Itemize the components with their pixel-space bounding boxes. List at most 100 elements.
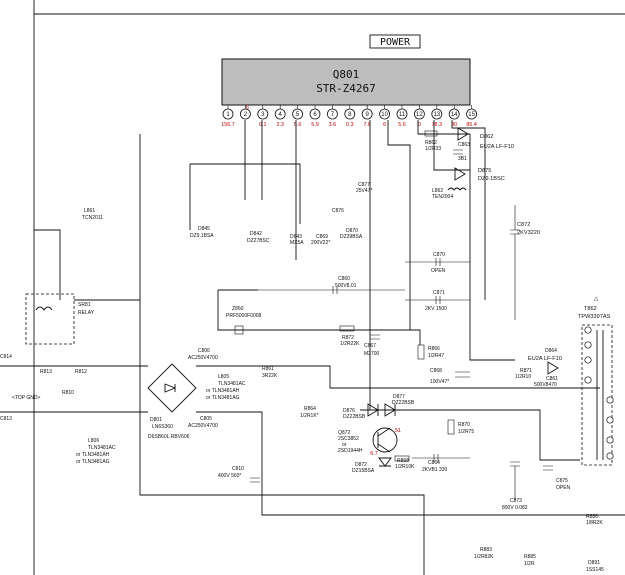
ic-pin-number-11: 11	[399, 112, 406, 118]
voltage-67: 6.7	[370, 451, 378, 457]
ic-pin-15	[466, 108, 478, 120]
c864-cap	[412, 454, 470, 462]
d891-label: D891	[588, 560, 600, 566]
t862-pin-8	[606, 452, 614, 460]
l806-part: TLN3481AC	[88, 445, 116, 451]
r866-value: 1/2R47	[428, 353, 444, 359]
ic-pin-13	[431, 108, 443, 120]
c867-cap	[370, 334, 380, 340]
r872-label: R872	[342, 335, 354, 341]
ic-pin-extra-voltage: 6	[246, 105, 249, 111]
power-title: POWER	[380, 37, 411, 48]
t862-pin-group	[584, 326, 614, 460]
d864-diode	[547, 361, 559, 375]
d872-label: D872	[355, 462, 367, 468]
c872-value: 2KV3220	[517, 230, 540, 236]
l862-label: L862	[432, 188, 443, 194]
t862-pin-6	[606, 416, 614, 424]
t862-part: TPW3397AS	[578, 314, 611, 320]
ic-pin-14	[448, 108, 460, 120]
d877-part: DZ22BSB	[392, 400, 415, 406]
d875-part: DZ9.1BSC	[478, 176, 505, 182]
wire-mid	[189, 163, 301, 230]
ic-pin-12	[413, 108, 425, 120]
c871-label: C871	[433, 290, 445, 296]
c863-value: 3B1	[458, 156, 467, 162]
ic-pin-voltage-10: 6	[383, 122, 386, 128]
c805-value: AC250V4700	[188, 423, 218, 429]
r883-label: R883	[480, 547, 492, 553]
ic-pin-voltage-8: 0.3	[346, 122, 354, 128]
t862-pin-2	[584, 341, 592, 349]
ic-pin-voltage-5: 5.6	[294, 122, 302, 128]
c872-label: C872	[517, 222, 530, 228]
d870-part: DZ39BSA	[340, 234, 363, 240]
d870-label: D870	[346, 228, 358, 234]
ic-pin-5	[292, 108, 304, 120]
t862-pin-4	[584, 376, 592, 384]
ic-pin-number-4: 4	[279, 112, 283, 118]
l862-part: TEN2004	[432, 194, 453, 200]
q872-leads	[377, 427, 391, 453]
ic-pin-number-14: 14	[451, 112, 458, 118]
c864-label: C864	[428, 460, 440, 466]
pin-wire-15	[451, 120, 486, 200]
r868-label: R868	[397, 458, 409, 464]
t862-pin-1	[584, 326, 592, 334]
l805-part: TLN3481AC	[218, 381, 246, 387]
c870-value: OPEN	[431, 268, 446, 274]
power-title-box	[369, 34, 421, 49]
c870-label: C870	[433, 252, 445, 258]
q872-part: 2SC3852	[338, 436, 359, 442]
ic-pin-3	[257, 108, 269, 120]
q872-alt: 2SD1944H	[338, 448, 363, 454]
d864-part: EU2A LF-F10	[528, 356, 562, 362]
d872-part: DZ15BSA	[352, 468, 375, 474]
c810-cap	[250, 477, 260, 483]
z860-part: PRF5000F0008	[226, 313, 262, 319]
r868-resistor	[394, 455, 410, 462]
c870-cap	[405, 258, 470, 266]
c872-cap	[510, 205, 520, 320]
top-gnd-label: <TOP GND>	[12, 395, 41, 401]
wire-input-top	[0, 365, 600, 389]
c863-cap	[453, 149, 463, 155]
d876-label: D876	[343, 408, 355, 414]
d862-label: D862	[480, 134, 493, 140]
r866-label: R866	[428, 346, 440, 352]
pin-wire-13	[417, 120, 470, 135]
t862-warning-icon: △	[594, 296, 599, 302]
r872-value: 1/2R22K	[340, 341, 360, 347]
ic-pin-number-13: 13	[433, 112, 440, 118]
r864-label: R864	[304, 406, 316, 412]
r871-value: 1/2R10	[515, 374, 531, 380]
ic-pin-number-2: 2	[244, 112, 248, 118]
ic-pin-number-1: 1	[226, 112, 230, 118]
ic-pin-number-12: 12	[416, 112, 423, 118]
d872-diode	[378, 457, 392, 467]
ic-pin-number-8: 8	[348, 112, 352, 118]
d862-part: EU2A LF-F10	[480, 144, 514, 150]
c860-value: 500V8.01	[335, 283, 357, 289]
ic-pin-number-7: 7	[331, 112, 335, 118]
r862-value: 1/2R33	[425, 146, 441, 152]
c806-value: AC250V4700	[188, 355, 218, 361]
c868-label: C868	[430, 368, 442, 374]
r885-label: R885	[524, 554, 536, 560]
t862-winding	[596, 330, 604, 460]
l805-alt1: or TLN3481AH	[206, 388, 240, 394]
c861-value: 500V8470	[534, 382, 557, 388]
voltage-51: 51	[395, 428, 401, 434]
c873-value: 800V 0.082	[502, 505, 528, 511]
sr81-coil	[35, 306, 53, 311]
r886-value: 1/8R2K	[586, 520, 603, 526]
c810-label: C810	[232, 466, 244, 472]
c864-value: 2KVB1 330	[422, 467, 448, 473]
r868-value: 1/2R10K	[395, 464, 415, 470]
wire-t862-bottom	[470, 409, 580, 461]
ic-pin-voltage-15: 85.4	[466, 122, 477, 128]
c868-value: 100V47*	[430, 379, 449, 385]
sr81-label: SR81	[78, 302, 91, 308]
z860-wire	[217, 289, 258, 331]
